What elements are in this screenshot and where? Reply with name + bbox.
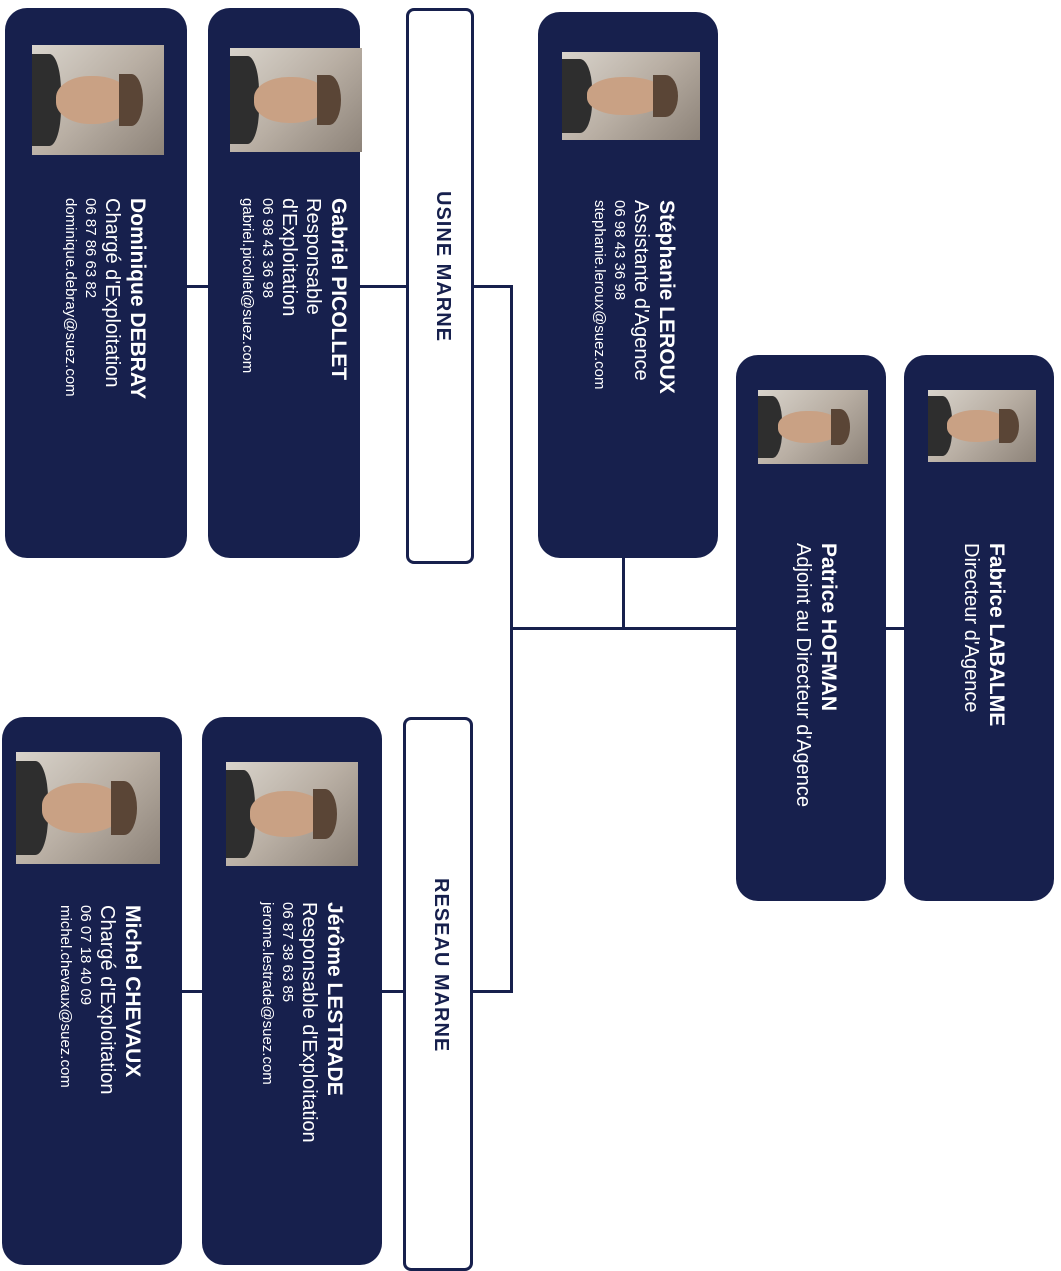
card-fabrice-labalme: Fabrice LABALME Directeur d'Agence xyxy=(904,355,1054,901)
photo-stephanie-leroux xyxy=(562,52,700,140)
person-role: Directeur d'Agence xyxy=(960,543,982,713)
text-gabriel-picollet: Gabriel PICOLLET Responsable d'Exploitat… xyxy=(237,198,352,380)
connector-hofman-trunk xyxy=(510,627,736,630)
person-role: Assistante d'Agence xyxy=(630,200,652,381)
person-email: dominique.debray@suez.com xyxy=(62,198,79,397)
section-label: RESEAU MARNE xyxy=(430,878,452,1053)
photo-hair-shape xyxy=(317,75,341,125)
card-jerome-lestrade: Jérôme LESTRADE Responsable d'Exploitati… xyxy=(202,717,382,1265)
connector-debray xyxy=(185,285,209,288)
person-phone: 06 98 43 36 98 xyxy=(611,200,628,301)
person-phone: 06 87 38 63 85 xyxy=(279,902,296,1003)
photo-gabriel-picollet xyxy=(230,48,362,152)
person-name: Jérôme LESTRADE xyxy=(323,902,346,1096)
connector-picollet xyxy=(356,285,406,288)
photo-hair-shape xyxy=(119,73,143,127)
photo-hair-shape xyxy=(111,781,137,835)
photo-hair-shape xyxy=(999,408,1019,444)
section-usine-marne: USINE MARNE xyxy=(406,8,474,564)
person-role: Chargé d'Exploitation xyxy=(101,198,123,388)
person-name: Dominique DEBRAY xyxy=(126,198,149,400)
person-phone: 06 87 86 63 82 xyxy=(82,198,99,299)
connector-leroux xyxy=(622,558,625,628)
text-patrice-hofman: Patrice HOFMAN Adjoint au Directeur d'Ag… xyxy=(791,543,842,807)
connector-reseau xyxy=(471,990,512,993)
photo-fabrice-labalme xyxy=(928,390,1036,462)
person-email: michel.chevaux@suez.com xyxy=(57,905,74,1088)
photo-hair-shape xyxy=(830,409,851,445)
photo-dominique-debray xyxy=(32,45,164,155)
person-email: gabriel.picollet@suez.com xyxy=(239,198,256,374)
person-phone: 06 07 18 40 09 xyxy=(77,905,94,1006)
person-role: Adjoint au Directeur d'Agence xyxy=(792,543,814,807)
person-email: jerome.lestrade@suez.com xyxy=(259,902,276,1085)
person-phone: 06 98 43 36 98 xyxy=(259,198,276,299)
person-role: Responsable xyxy=(302,198,324,315)
text-jerome-lestrade: Jérôme LESTRADE Responsable d'Exploitati… xyxy=(257,902,348,1143)
person-name: Fabrice LABALME xyxy=(985,543,1008,727)
connector-usine xyxy=(471,285,512,288)
text-fabrice-labalme: Fabrice LABALME Directeur d'Agence xyxy=(959,543,1010,726)
section-label: USINE MARNE xyxy=(432,191,454,343)
card-gabriel-picollet: Gabriel PICOLLET Responsable d'Exploitat… xyxy=(208,8,362,558)
connector-vertical-trunk xyxy=(510,285,513,993)
person-name: Patrice HOFMAN xyxy=(817,543,840,712)
card-michel-chevaux: Michel CHEVAUX Chargé d'Exploitation 06 … xyxy=(2,717,182,1265)
person-name: Stéphanie LEROUX xyxy=(655,200,678,394)
text-stephanie-leroux: Stéphanie LEROUX Assistante d'Agence 06 … xyxy=(589,200,680,394)
person-role: Responsable d'Exploitation xyxy=(298,902,320,1143)
photo-jerome-lestrade xyxy=(226,762,358,866)
person-name: Gabriel PICOLLET xyxy=(327,198,350,381)
card-dominique-debray: Dominique DEBRAY Chargé d'Exploitation 0… xyxy=(5,8,187,558)
photo-hair-shape xyxy=(653,74,678,118)
card-stephanie-leroux: Stéphanie LEROUX Assistante d'Agence 06 … xyxy=(538,12,718,558)
photo-hair-shape xyxy=(313,789,337,839)
person-name: Michel CHEVAUX xyxy=(121,905,144,1078)
photo-body-shape xyxy=(928,395,952,457)
connector-hofman-labalme xyxy=(883,627,905,630)
section-reseau-marne: RESEAU MARNE xyxy=(403,717,473,1271)
person-role: Chargé d'Exploitation xyxy=(96,905,118,1095)
photo-patrice-hofman xyxy=(758,390,868,464)
person-role-line2: d'Exploitation xyxy=(278,198,300,317)
card-patrice-hofman: Patrice HOFMAN Adjoint au Directeur d'Ag… xyxy=(736,355,886,901)
person-email: stephanie.leroux@suez.com xyxy=(591,200,608,390)
photo-michel-chevaux xyxy=(16,752,160,864)
connector-lestrade xyxy=(380,990,406,993)
text-michel-chevaux: Michel CHEVAUX Chargé d'Exploitation 06 … xyxy=(55,905,146,1095)
text-dominique-debray: Dominique DEBRAY Chargé d'Exploitation 0… xyxy=(60,198,151,399)
connector-chevaux xyxy=(180,990,202,993)
